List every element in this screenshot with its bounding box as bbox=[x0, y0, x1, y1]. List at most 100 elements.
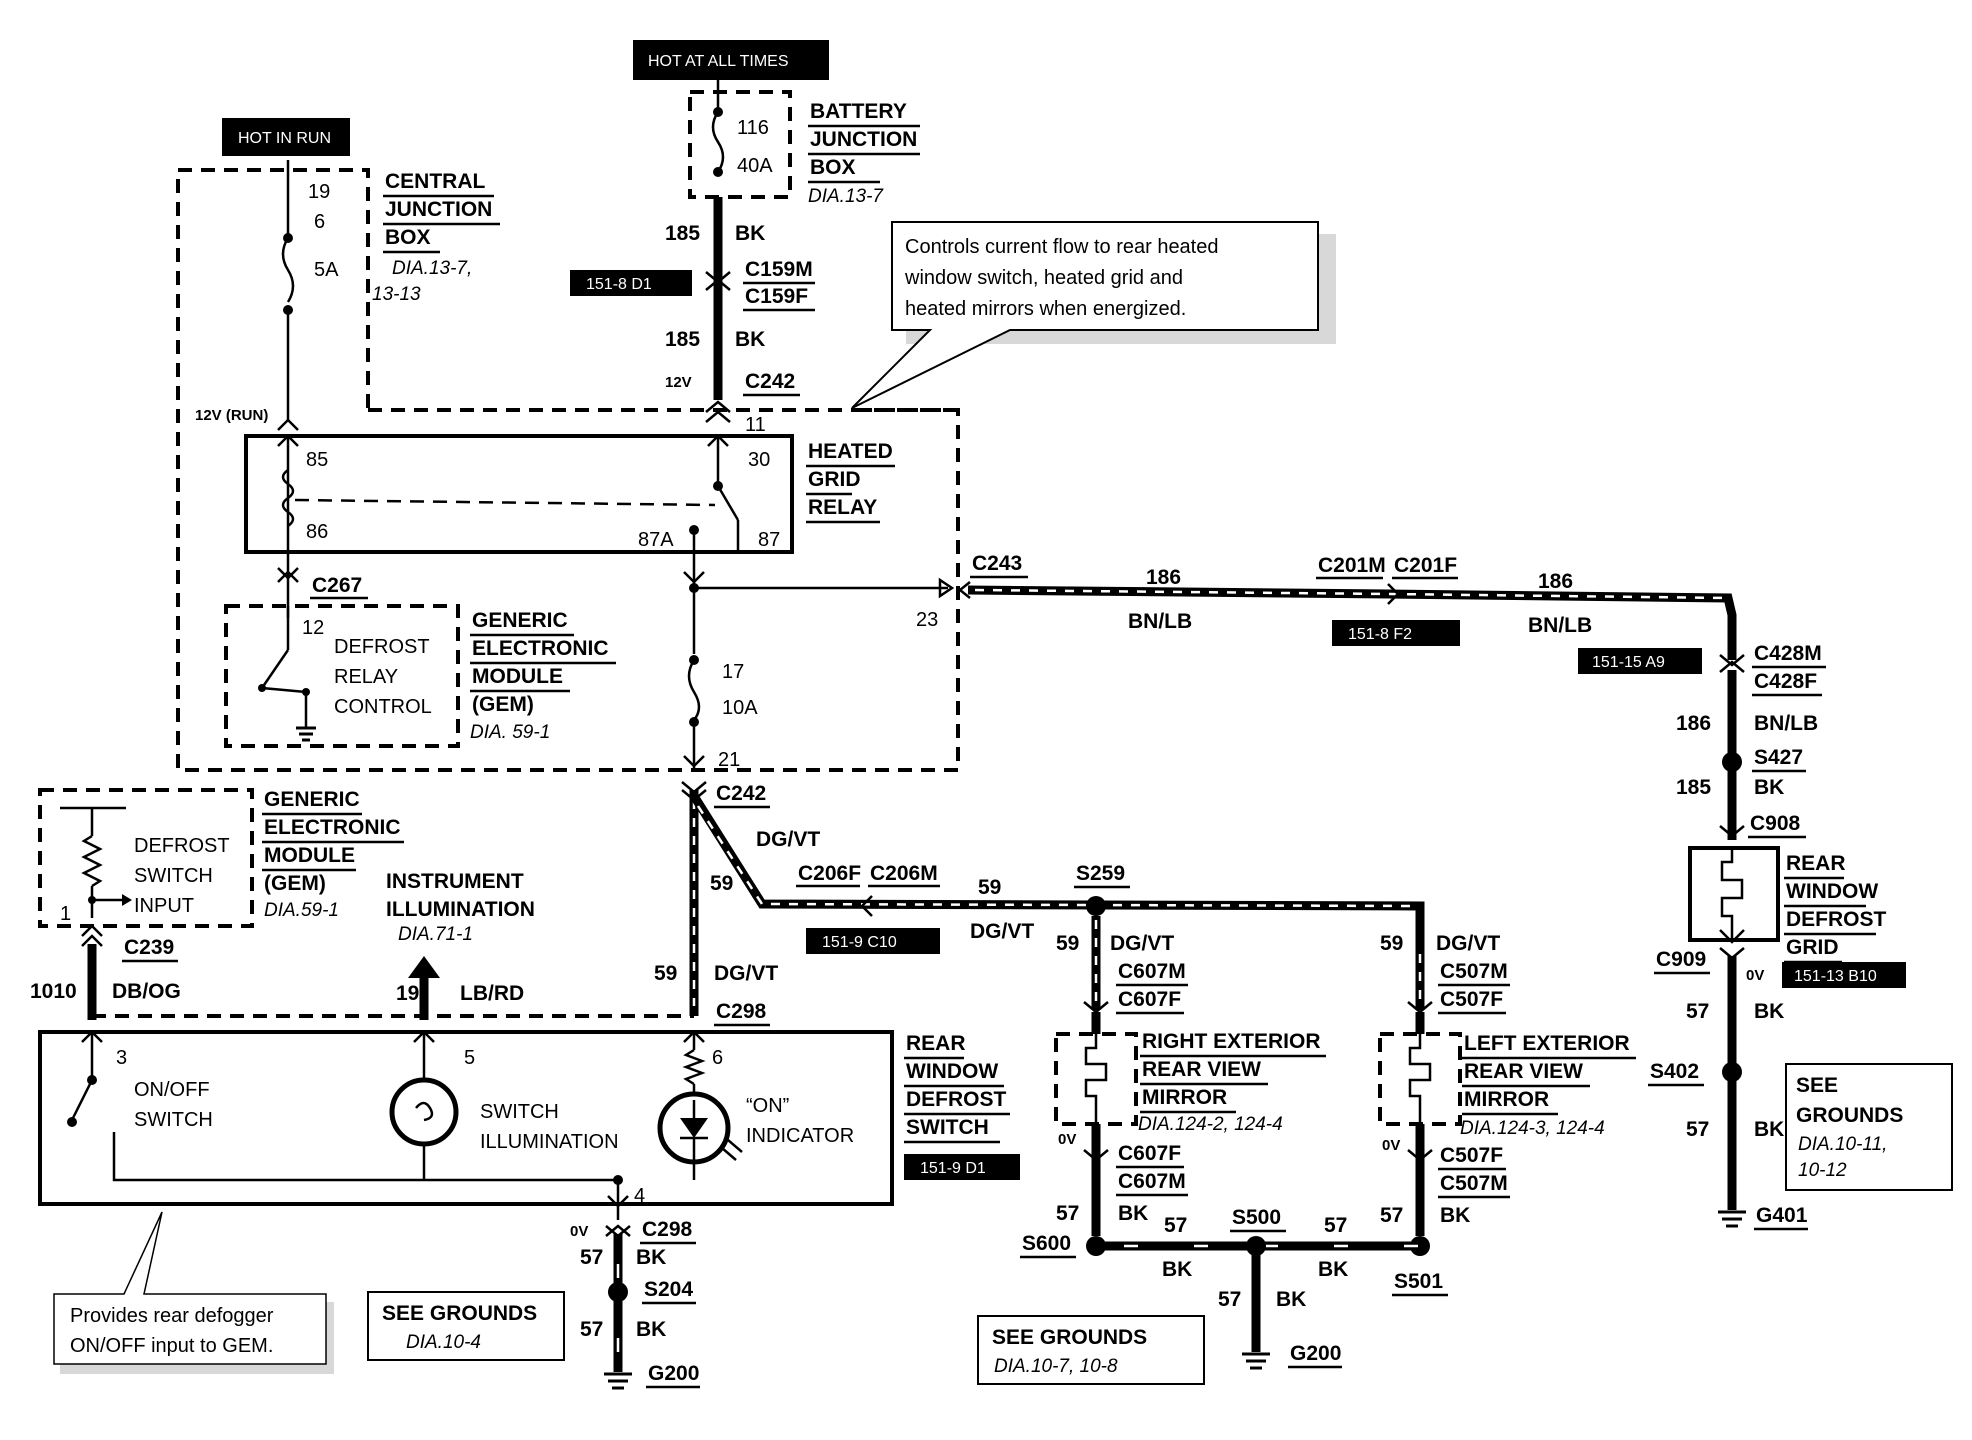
hot-at-all-times-box bbox=[633, 40, 829, 80]
instrument-title-1: INSTRUMENT bbox=[386, 870, 524, 893]
see-grounds-right-ref-2: 10-12 bbox=[1798, 1160, 1847, 1181]
switch-title-2: WINDOW bbox=[906, 1060, 998, 1083]
ref-tag-151-8-d1-label: 151-8 D1 bbox=[586, 276, 652, 293]
switch-title-1: REAR bbox=[906, 1032, 966, 1055]
cjb-ref-2: 13-13 bbox=[372, 284, 421, 305]
grid-gnd-color-1: BK bbox=[1754, 1000, 1784, 1023]
relay-switch-arm bbox=[716, 485, 740, 521]
gem-top-ground-icon bbox=[296, 726, 316, 742]
see-grounds-left-box bbox=[367, 1291, 565, 1361]
conn-c908: C908 bbox=[1750, 812, 1801, 835]
battery-jb-title-3: BOX bbox=[810, 156, 856, 179]
switch-pin-6: 6 bbox=[712, 1047, 723, 1069]
hot-at-all-times-label: HOT AT ALL TIMES bbox=[648, 53, 789, 70]
battery-junction-box-outline bbox=[688, 90, 792, 199]
battery-jb-ref: DIA.13-7 bbox=[808, 186, 884, 207]
see-grounds-mid-1: SEE GROUNDS bbox=[992, 1326, 1147, 1349]
conn-c201m: C201M bbox=[1318, 554, 1386, 577]
grid-circuit-a: 186 bbox=[1146, 566, 1181, 589]
right-mirror-title-3: MIRROR bbox=[1142, 1086, 1227, 1109]
gem-left-pin-1: 1 bbox=[60, 903, 71, 925]
conn-c242-bottom: C242 bbox=[716, 782, 766, 805]
relay-pin-87: 87 bbox=[758, 529, 780, 551]
splice-s402-label: S402 bbox=[1650, 1060, 1699, 1083]
gem-top-title-4: (GEM) bbox=[472, 693, 534, 716]
grid-circuit-d: 185 bbox=[1676, 776, 1711, 799]
ground-g200-left-icon bbox=[604, 1372, 632, 1390]
gem-left-input-1: DEFROST bbox=[134, 835, 230, 857]
pin-11: 11 bbox=[745, 414, 766, 436]
relay-title-2: GRID bbox=[808, 468, 861, 491]
ref-tag-151-13-b10-label: 151-13 B10 bbox=[1794, 968, 1877, 985]
left-mirror-color: DG/VT bbox=[1436, 932, 1500, 955]
relay-coil-icon bbox=[281, 468, 295, 528]
gem-top-pin-12: 12 bbox=[302, 617, 324, 639]
gem-top-title-2: ELECTRONIC bbox=[472, 637, 609, 660]
conn-c206m: C206M bbox=[870, 862, 938, 885]
mirror-gnd-circuit-c: 57 bbox=[1218, 1288, 1241, 1311]
gem-ctrl-1: DEFROST bbox=[334, 636, 430, 658]
cjb-title-3: BOX bbox=[385, 226, 431, 249]
gem-pin-21: 21 bbox=[718, 749, 740, 771]
right-mirror-voltage: 0V bbox=[1058, 1131, 1076, 1148]
gem-top-outline bbox=[224, 604, 460, 748]
switch-feed-color: DG/VT bbox=[756, 828, 820, 851]
grid-gnd-circuit-2: 57 bbox=[1686, 1118, 1709, 1141]
ground-g200-mid-label: G200 bbox=[1290, 1342, 1341, 1365]
gem-top-ref: DIA. 59-1 bbox=[470, 722, 550, 743]
switch-gnd-color-2: BK bbox=[636, 1318, 666, 1341]
instrument-arrow-icon bbox=[408, 956, 440, 978]
conn-c298-bottom: C298 bbox=[642, 1218, 693, 1241]
see-grounds-right-2: GROUNDS bbox=[1796, 1104, 1903, 1127]
gem-left-circuit: 1010 bbox=[30, 980, 77, 1003]
conn-c239: C239 bbox=[124, 936, 174, 959]
splice-s427-label: S427 bbox=[1754, 746, 1803, 769]
battery-fuse-amps: 40A bbox=[737, 155, 773, 177]
onoff-label-1: ON/OFF bbox=[134, 1079, 210, 1101]
left-mirror-circuit: 59 bbox=[1380, 932, 1403, 955]
instrument-circuit: 19 bbox=[396, 982, 419, 1005]
conn-c607m-2: C607M bbox=[1118, 1170, 1186, 1193]
conn-c243: C243 bbox=[972, 552, 1022, 575]
battery-jb-title-2: JUNCTION bbox=[810, 128, 917, 151]
gem-fuse-amps: 10A bbox=[722, 697, 758, 719]
relay-pin-86: 86 bbox=[306, 521, 328, 543]
ground-g401-icon bbox=[1718, 1210, 1746, 1228]
switch-title-3: DEFROST bbox=[906, 1088, 1007, 1111]
conn-c909: C909 bbox=[1656, 948, 1706, 971]
relay-pin-87a: 87A bbox=[638, 529, 674, 551]
see-grounds-right-ref-1: DIA.10-11, bbox=[1798, 1134, 1887, 1155]
grid-color-b: BN/LB bbox=[1528, 614, 1592, 637]
splice-s204-label: S204 bbox=[644, 1278, 693, 1301]
switch-pin-4: 4 bbox=[634, 1185, 645, 1207]
conn-c507f: C507F bbox=[1440, 988, 1503, 1011]
conn-c507m-2: C507M bbox=[1440, 1172, 1508, 1195]
grid-color-a: BN/LB bbox=[1128, 610, 1192, 633]
callout-relay-line-3: heated mirrors when energized. bbox=[905, 298, 1186, 320]
grid-circuit-c: 186 bbox=[1676, 712, 1711, 735]
grid-voltage: 0V bbox=[1746, 967, 1764, 984]
splice-s402 bbox=[1722, 1062, 1742, 1082]
defrost-relay-switch bbox=[260, 649, 290, 689]
conn-c428f: C428F bbox=[1754, 670, 1817, 693]
gem-pin-23: 23 bbox=[916, 609, 938, 631]
grid-circuit-b: 186 bbox=[1538, 570, 1573, 593]
hot-in-run-label: HOT IN RUN bbox=[238, 130, 331, 147]
rear-window-defrost-switch-box bbox=[38, 1030, 894, 1206]
instrument-ref: DIA.71-1 bbox=[398, 924, 473, 945]
splice-s600-label: S600 bbox=[1022, 1232, 1071, 1255]
battery-jb-title-1: BATTERY bbox=[810, 100, 907, 123]
cjb-fuse-icon bbox=[281, 237, 295, 303]
see-grounds-left-1: SEE GROUNDS bbox=[382, 1302, 537, 1325]
grid-title-3: DEFROST bbox=[1786, 908, 1887, 931]
mirror-gnd-color-b: BK bbox=[1318, 1258, 1348, 1281]
conn-c507f-2: C507F bbox=[1440, 1144, 1503, 1167]
switch-gnd-circuit-2: 57 bbox=[580, 1318, 603, 1341]
onoff-label-2: SWITCH bbox=[134, 1109, 213, 1131]
conn-c607f: C607F bbox=[1118, 988, 1181, 1011]
feed-color-1: BK bbox=[735, 222, 765, 245]
callout-switch-line-1: Provides rear defogger bbox=[70, 1305, 274, 1327]
callout-relay-line-1: Controls current flow to rear heated bbox=[905, 236, 1219, 258]
instrument-title-2: ILLUMINATION bbox=[386, 898, 535, 921]
splice-s259 bbox=[1086, 896, 1106, 916]
